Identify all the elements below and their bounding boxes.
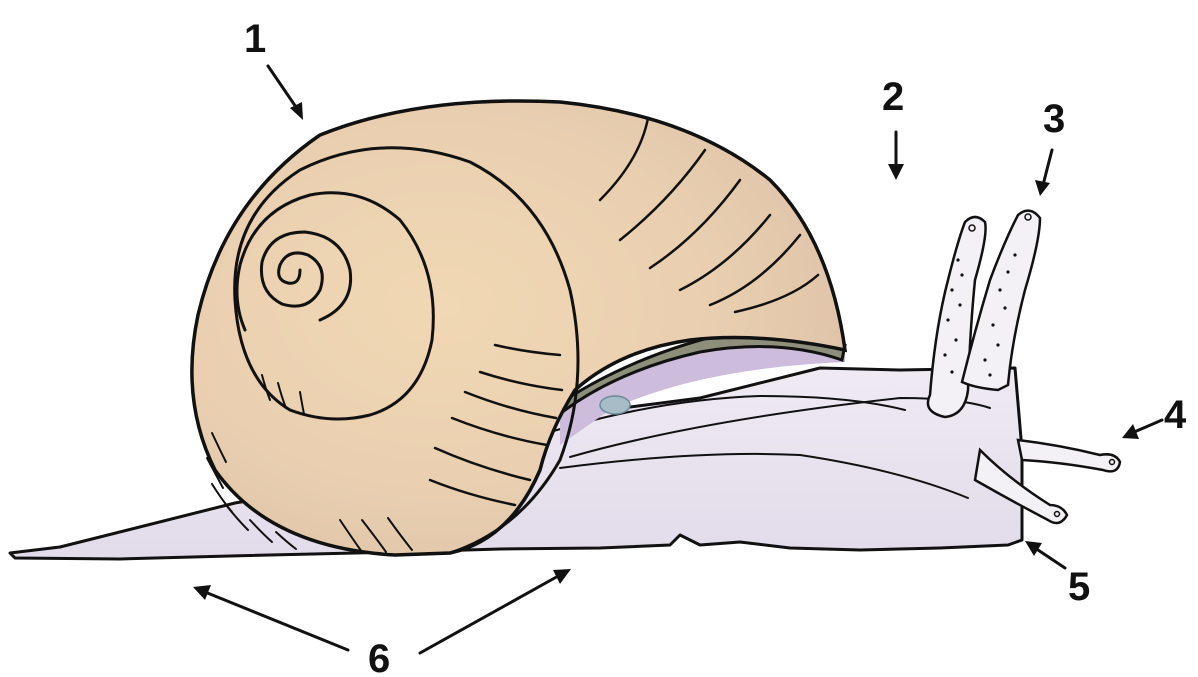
arrow-3 [1043,150,1052,185]
label-4: 4 [1164,393,1187,437]
label-5: 5 [1068,565,1090,609]
arrow-4 [1132,420,1162,433]
arrow-6-left [205,592,348,650]
lower-tentacle-upper [1018,440,1120,471]
label-3: 3 [1043,97,1065,141]
arrow-6-right [420,575,560,653]
label-2: 2 [882,75,904,119]
arrow-1 [268,66,298,110]
pneumostome [600,396,630,414]
label-6: 6 [368,637,390,677]
label-1: 1 [244,17,266,61]
arrow-5 [1035,548,1065,568]
